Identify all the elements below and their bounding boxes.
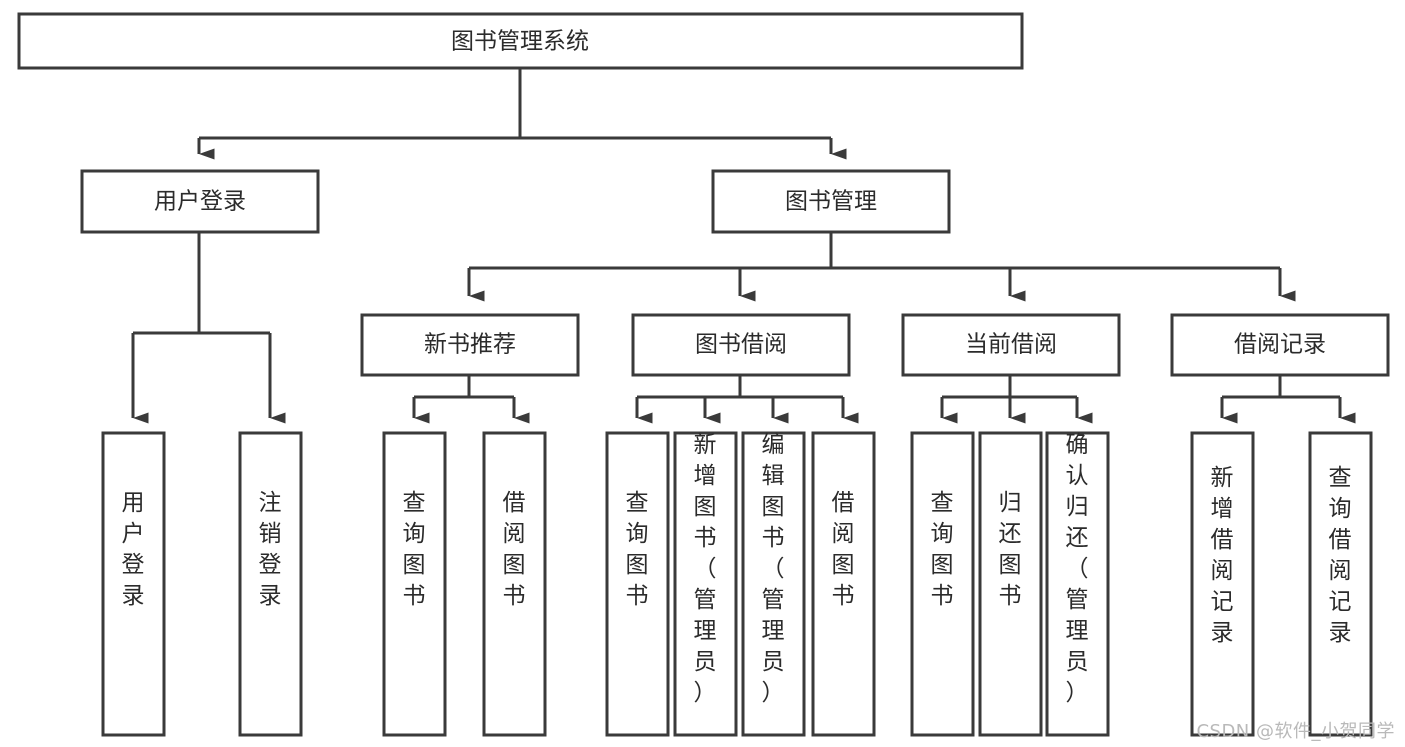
node-leaf-user-logout-label: 注销登录 xyxy=(259,490,282,609)
node-leaf-query-book-3-box xyxy=(910,431,975,737)
node-book-borrow[interactable]: 图书借阅 xyxy=(631,313,851,377)
node-leaf-return-book[interactable]: 归还图书 xyxy=(978,431,1043,737)
connector-currentborrow-to-leaves xyxy=(940,375,1093,424)
connector-bookmanage-to-level2 xyxy=(467,232,1296,302)
node-leaf-add-record-label: 新增借阅记录 xyxy=(1211,465,1234,646)
node-leaf-query-book-2-box xyxy=(605,431,670,737)
node-new-book-recommend[interactable]: 新书推荐 xyxy=(360,313,580,377)
node-leaf-query-book-1[interactable]: 查询图书 xyxy=(382,431,447,737)
node-leaf-edit-book-box xyxy=(741,431,806,737)
node-borrow-record-box xyxy=(1170,313,1390,377)
node-leaf-user-login-box xyxy=(101,431,166,737)
node-leaf-borrow-book-1[interactable]: 借阅图书 xyxy=(482,431,547,737)
node-leaf-borrow-book-2-box xyxy=(811,431,876,737)
node-current-borrow-box xyxy=(901,313,1121,377)
connector-userlogin-to-leaves xyxy=(131,232,286,424)
node-user-login-label: 用户登录 xyxy=(154,189,246,215)
node-leaf-confirm-return-box xyxy=(1045,431,1110,737)
node-leaf-add-book-label: 新增图书（管理员） xyxy=(694,432,717,706)
node-book-borrow-box xyxy=(631,313,851,377)
node-leaf-confirm-return[interactable]: 确认归还（管理员） xyxy=(1045,431,1110,737)
node-leaf-edit-book-label: 编辑图书（管理员） xyxy=(762,432,785,706)
node-root-box xyxy=(17,12,1024,70)
node-borrow-record[interactable]: 借阅记录 xyxy=(1170,313,1390,377)
node-leaf-query-book-3-label: 查询图书 xyxy=(931,490,954,609)
node-leaf-confirm-return-label: 确认归还（管理员） xyxy=(1066,432,1089,706)
node-leaf-query-record-label: 查询借阅记录 xyxy=(1329,465,1352,646)
connector-newbook-to-leaves xyxy=(412,375,530,424)
node-leaf-edit-book[interactable]: 编辑图书（管理员） xyxy=(741,431,806,737)
node-leaf-add-book-box xyxy=(673,431,738,737)
node-leaf-query-book-1-label: 查询图书 xyxy=(403,490,426,609)
node-leaf-add-record[interactable]: 新增借阅记录 xyxy=(1190,431,1255,737)
node-leaf-borrow-book-1-box xyxy=(482,431,547,737)
node-root-label: 图书管理系统 xyxy=(451,29,589,55)
node-leaf-user-login-label: 用户登录 xyxy=(122,490,145,609)
node-borrow-record-label: 借阅记录 xyxy=(1234,332,1326,358)
node-current-borrow[interactable]: 当前借阅 xyxy=(901,313,1121,377)
node-new-book-recommend-box xyxy=(360,313,580,377)
node-leaf-user-logout-box xyxy=(238,431,303,737)
node-leaf-add-record-box xyxy=(1190,431,1255,737)
connector-root-to-level1 xyxy=(197,68,847,160)
node-book-manage[interactable]: 图书管理 xyxy=(711,169,951,234)
node-leaf-query-book-2-label: 查询图书 xyxy=(626,490,649,609)
node-book-borrow-label: 图书借阅 xyxy=(695,332,787,358)
node-book-manage-label: 图书管理 xyxy=(785,189,877,215)
node-leaf-query-record[interactable]: 查询借阅记录 xyxy=(1308,431,1373,737)
node-user-login-box xyxy=(80,169,320,234)
node-current-borrow-label: 当前借阅 xyxy=(965,332,1057,358)
node-leaf-add-book[interactable]: 新增图书（管理员） xyxy=(673,431,738,737)
node-book-manage-box xyxy=(711,169,951,234)
node-leaf-query-book-3[interactable]: 查询图书 xyxy=(910,431,975,737)
node-leaf-query-record-box xyxy=(1308,431,1373,737)
node-root[interactable]: 图书管理系统 xyxy=(17,12,1024,70)
node-leaf-query-book-1-box xyxy=(382,431,447,737)
node-leaf-return-book-box xyxy=(978,431,1043,737)
node-user-login[interactable]: 用户登录 xyxy=(80,169,320,234)
node-leaf-user-logout[interactable]: 注销登录 xyxy=(238,431,303,737)
node-leaf-user-login[interactable]: 用户登录 xyxy=(101,431,166,737)
node-leaf-borrow-book-2-label: 借阅图书 xyxy=(832,490,855,609)
node-leaf-return-book-label: 归还图书 xyxy=(999,490,1022,609)
node-new-book-recommend-label: 新书推荐 xyxy=(424,332,516,358)
connector-borrowrecord-to-leaves xyxy=(1220,375,1356,424)
node-leaf-query-book-2[interactable]: 查询图书 xyxy=(605,431,670,737)
node-leaf-borrow-book-2[interactable]: 借阅图书 xyxy=(811,431,876,737)
connector-bookborrow-to-leaves xyxy=(635,375,859,424)
node-leaf-borrow-book-1-label: 借阅图书 xyxy=(503,490,526,609)
